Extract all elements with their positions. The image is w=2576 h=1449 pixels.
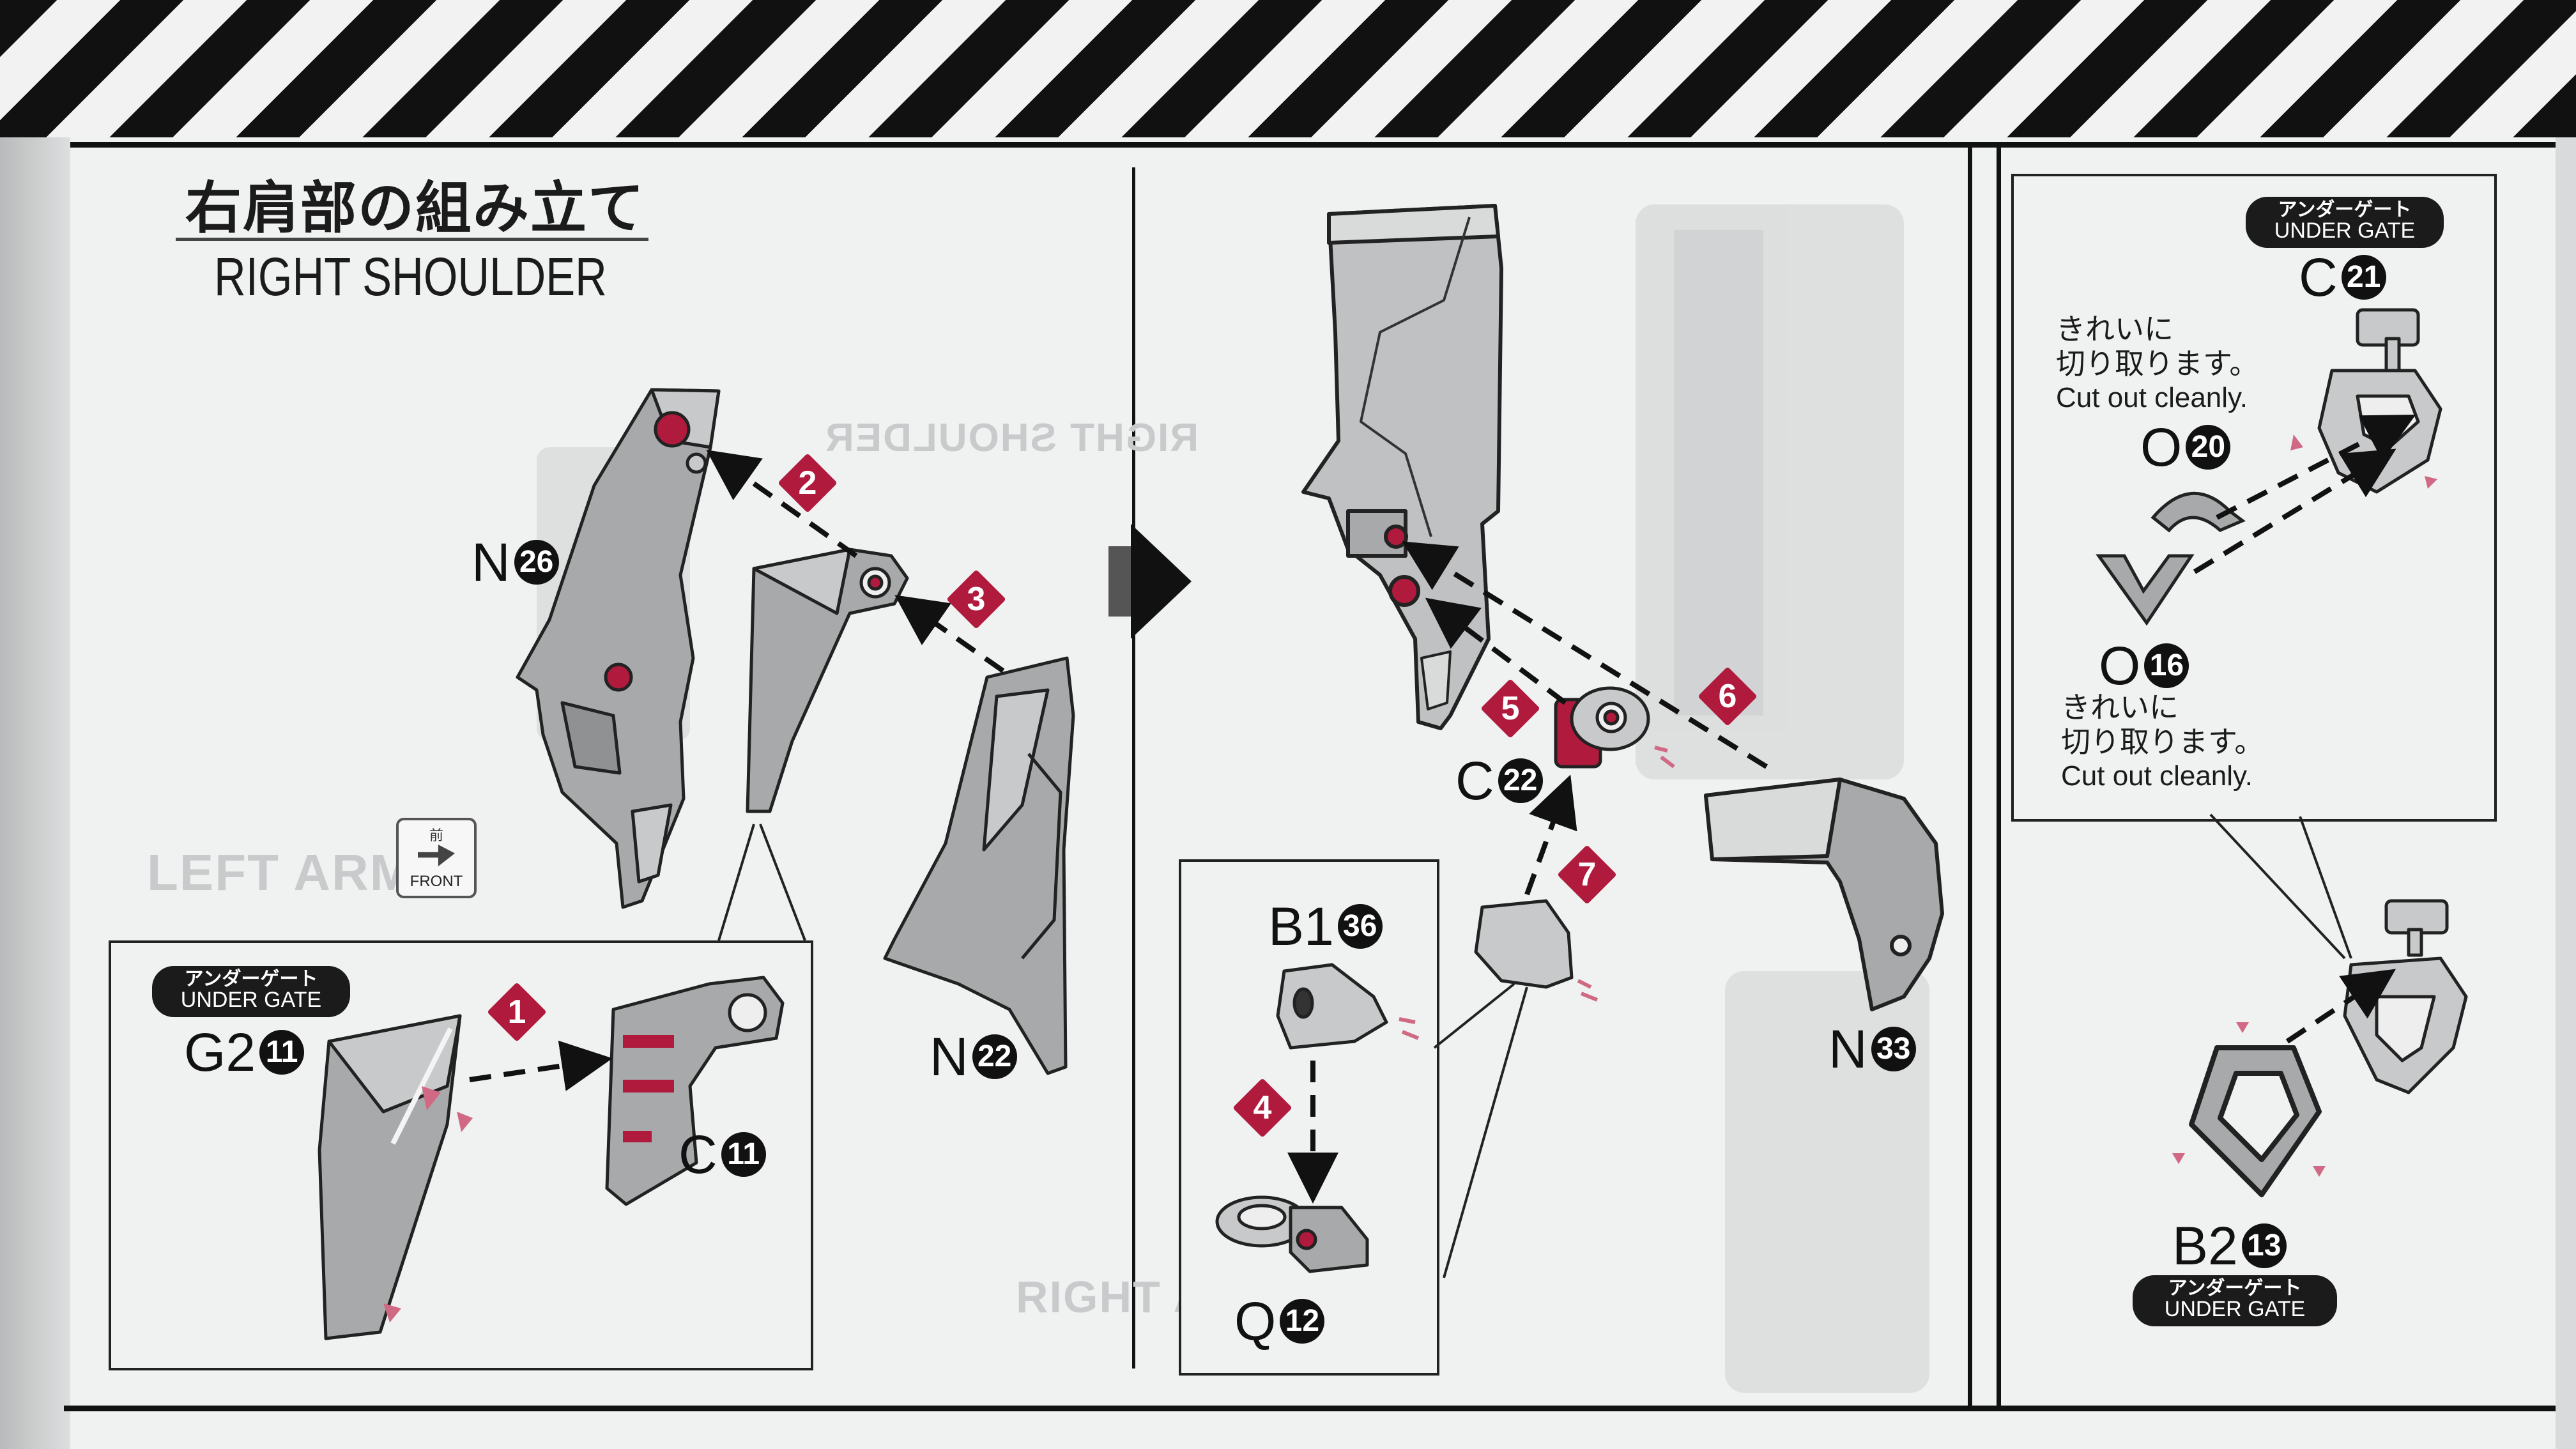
note-line-2: 切り取ります。 [2056, 346, 2259, 381]
step-number: 2 [798, 464, 817, 502]
under-gate-badge-en: UNDER GATE [2274, 218, 2416, 243]
note-line-1: きれいに [2061, 690, 2179, 724]
part-letter: G2 [184, 1022, 256, 1082]
part-letter: C [1455, 751, 1494, 811]
part-number: 26 [514, 540, 559, 585]
step-marker-2: 2 [778, 453, 838, 513]
part-letter: C [2299, 247, 2338, 307]
part-number: 13 [2241, 1223, 2287, 1268]
ghost-text-left-arm: LEFT ARM [147, 844, 414, 901]
under-gate-badge-c21: アンダーゲート UNDER GATE [2246, 197, 2444, 248]
step-marker-5: 5 [1480, 678, 1540, 739]
step-number: 6 [1718, 678, 1737, 715]
under-gate-badge-en: UNDER GATE [180, 988, 322, 1012]
front-icon-en: FRONT [410, 873, 463, 890]
front-arrow-icon [418, 845, 455, 866]
column-divider-3 [1997, 148, 2001, 1409]
bottom-border-line [64, 1406, 2556, 1411]
part-letter: Q [1234, 1291, 1276, 1351]
part-letter: O [2099, 636, 2141, 696]
section-title-jp: 右肩部の組み立て [185, 174, 646, 241]
part-number: 33 [1871, 1027, 1916, 1071]
part-letter: C [678, 1124, 717, 1184]
part-number: 22 [972, 1034, 1017, 1079]
step-marker-1: 1 [487, 982, 547, 1042]
title-underline [176, 238, 648, 241]
under-gate-badge-jp: アンダーゲート [2278, 199, 2412, 220]
step-marker-7: 7 [1557, 845, 1617, 905]
subassembly-box-b1-q12 [1179, 859, 1439, 1376]
under-gate-badge-b2: アンダーゲート UNDER GATE [2133, 1275, 2337, 1326]
under-gate-badge-en: UNDER GATE [2164, 1297, 2306, 1321]
part-number: 22 [1498, 758, 1543, 803]
part-number: 20 [2186, 425, 2231, 470]
part-number: 12 [1280, 1299, 1325, 1344]
part-letter: B1 [1268, 896, 1334, 956]
front-icon-jp: 前 [429, 828, 443, 844]
cut-cleanly-note-2: きれいに 切り取ります。 Cut out cleanly. [2061, 690, 2264, 792]
flow-arrow [1108, 524, 1192, 639]
under-gate-badge-jp: アンダーゲート [2168, 1278, 2302, 1299]
part-letter: N [471, 532, 510, 592]
part-letter: O [2140, 417, 2182, 477]
under-gate-badge-jp: アンダーゲート [184, 969, 318, 990]
part-number: 16 [2144, 643, 2189, 688]
step-number: 5 [1501, 690, 1520, 727]
front-orientation-icon: 前 FRONT [396, 818, 477, 898]
part-letter: N [1828, 1019, 1867, 1079]
cut-cleanly-note-1: きれいに 切り取ります。 Cut out cleanly. [2056, 312, 2258, 414]
note-line-3: Cut out cleanly. [2056, 381, 2248, 413]
note-line-3: Cut out cleanly. [2061, 760, 2253, 792]
part-number: 21 [2341, 255, 2386, 300]
step-marker-3: 3 [946, 569, 1006, 629]
step-number: 3 [967, 581, 986, 618]
step-number: 4 [1253, 1089, 1272, 1126]
step-number: 1 [507, 993, 526, 1031]
top-border-line [70, 142, 2556, 148]
step-marker-6: 6 [1698, 666, 1758, 726]
hazard-stripe-banner [0, 0, 2576, 137]
under-gate-badge-g2: アンダーゲート UNDER GATE [152, 966, 350, 1017]
note-line-2: 切り取ります。 [2061, 724, 2264, 760]
column-divider-1 [1132, 167, 1135, 1368]
page-edge-shadow [0, 128, 83, 1449]
part-number: 11 [259, 1030, 305, 1075]
step-marker-4: 4 [1232, 1078, 1292, 1138]
part-number: 36 [1337, 904, 1383, 949]
section-title-en: RIGHT SHOULDER [214, 247, 607, 307]
column-divider-2 [1968, 148, 1972, 1409]
note-line-1: きれいに [2056, 312, 2174, 346]
part-letter: N [930, 1027, 969, 1087]
part-letter: B2 [2172, 1216, 2238, 1276]
step-number: 7 [1577, 856, 1597, 893]
part-number: 11 [721, 1132, 766, 1177]
